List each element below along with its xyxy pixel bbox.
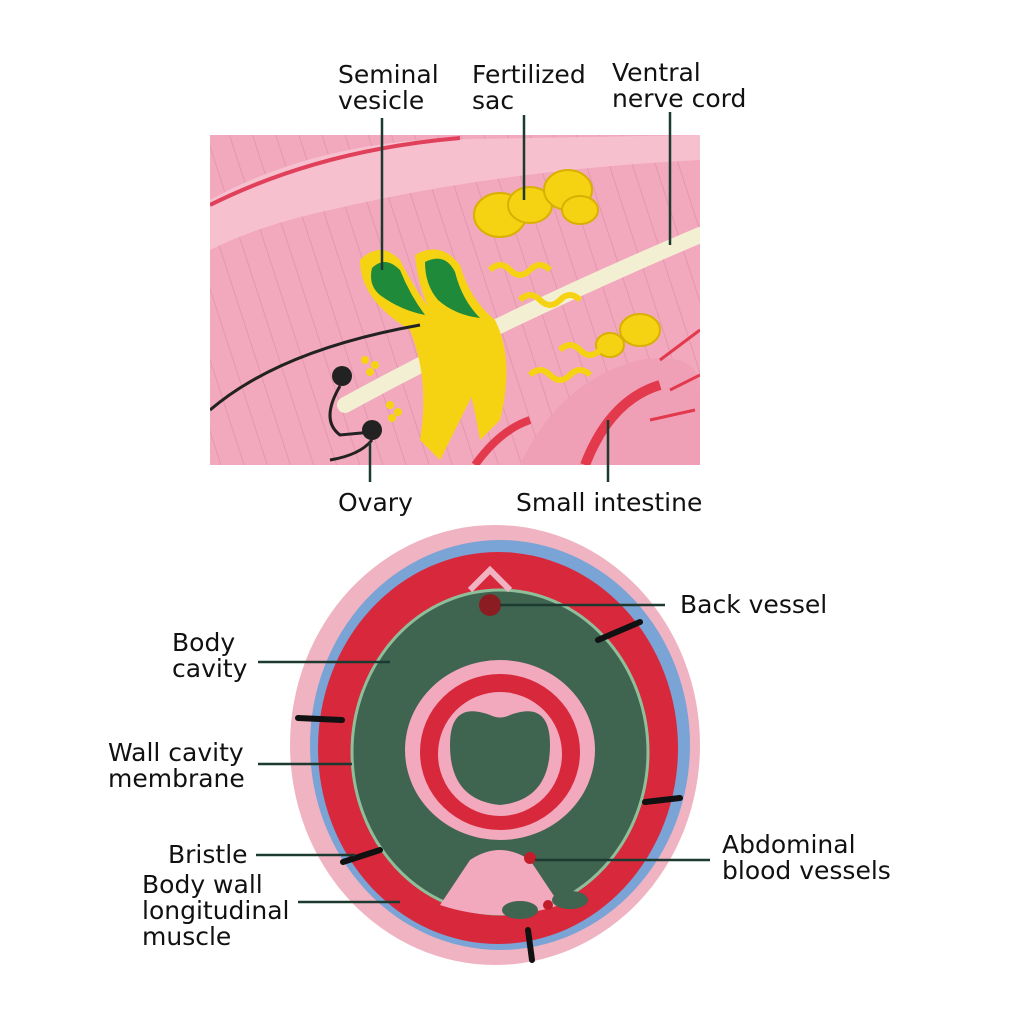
label-abdominal-blood-vessels: Abdominal blood vessels — [722, 830, 891, 885]
label-fertilized-sac: Fertilized sac — [472, 60, 586, 115]
label-seminal-vesicle: Seminal vesicle — [338, 60, 439, 115]
leader-lines — [256, 112, 710, 904]
label-back-vessel: Back vessel — [680, 590, 828, 619]
label-small-intestine: Small intestine — [516, 488, 703, 517]
cross-section-view — [290, 525, 700, 965]
label-body-cavity: Body cavity — [172, 628, 248, 683]
label-bristle: Bristle — [168, 840, 248, 869]
label-ovary: Ovary — [338, 488, 413, 517]
label-wall-cavity-membrane: Wall cavity membrane — [108, 738, 245, 793]
label-ventral-nerve-cord: Ventral nerve cord — [612, 58, 747, 113]
dissection-view — [210, 135, 700, 465]
label-body-wall-longitudinal-muscle: Body wall longitudinal muscle — [142, 870, 290, 951]
